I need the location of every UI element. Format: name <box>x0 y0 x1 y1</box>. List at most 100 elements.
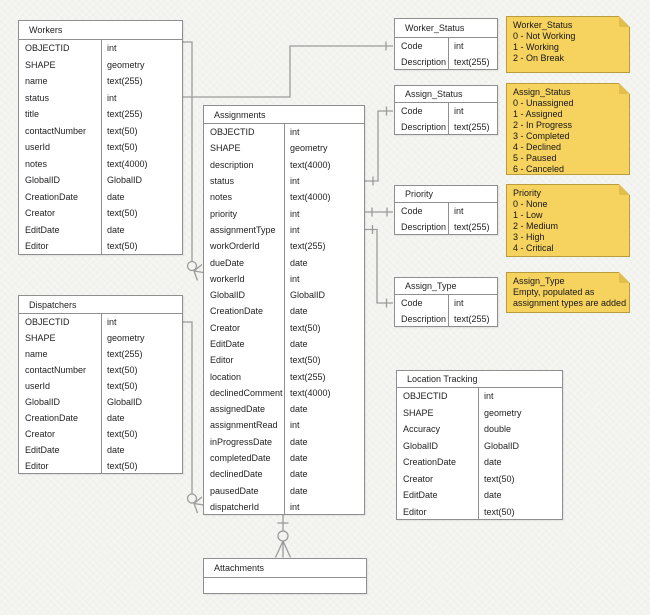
connector-assignments-assignmenttype-to-assign-type[interactable] <box>365 225 393 308</box>
connector-workers-status-to-worker-status[interactable] <box>183 41 393 98</box>
field-row-empty[interactable] <box>204 578 366 594</box>
field-name: GlobalID <box>25 175 61 186</box>
field-type: GlobalID <box>107 397 143 407</box>
entity-attachments[interactable]: Attachments <box>203 558 367 594</box>
field-name: Creator <box>403 473 434 484</box>
connector-workers-to-assignments-workerid[interactable] <box>183 41 204 281</box>
connector-dispatchers-to-assignments-dispatcherid[interactable] <box>183 321 204 514</box>
field-type: GlobalID <box>107 175 143 186</box>
field-row-globalid[interactable]: GlobalID GlobalID <box>19 172 182 189</box>
field-name: Editor <box>210 355 234 366</box>
field-name: Editor <box>25 241 49 252</box>
connector-assignments-to-attachments[interactable] <box>274 515 292 558</box>
column-divider <box>101 40 102 255</box>
note-line: 1 - Working <box>513 42 559 52</box>
field-name: Creator <box>25 429 56 439</box>
note-title: Assign_Status <box>513 87 571 97</box>
field-name: name <box>25 76 48 87</box>
field-name: dispatcherId <box>210 501 260 512</box>
field-type: date <box>107 413 125 423</box>
connector-assignments-priority-to-priority[interactable] <box>365 207 393 217</box>
note-title: Assign_Type <box>513 276 565 286</box>
connector-assignments-status-to-assign-status[interactable] <box>365 106 393 186</box>
column-divider <box>448 203 449 235</box>
zero-marker-icon <box>186 260 198 272</box>
